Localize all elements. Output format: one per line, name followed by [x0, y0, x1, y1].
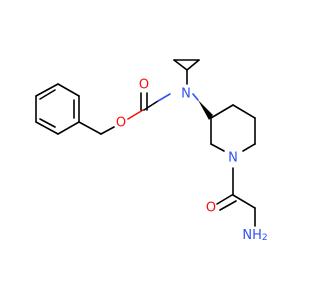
bond-amide-c-o-double-2: [219, 200, 237, 211]
ring-nitrogen: N: [228, 151, 238, 166]
carbamate-carbonyl-oxygen-label: O: [139, 78, 149, 93]
carbamate-carbonyl-oxygen: O: [139, 78, 149, 93]
benzene-ring: [35, 83, 80, 135]
molecule-structure-diagram: O O N N O NH2: [35, 59, 268, 244]
bond-wedge-n-stereocenter: [198, 100, 213, 120]
ring-nitrogen-label: N: [228, 151, 238, 166]
amide-carbonyl-oxygen-label: O: [206, 201, 216, 216]
bond-ring-ch2: [78, 121, 102, 135]
piperidine-ring: [210, 104, 256, 152]
bond-ch2-o: [100, 126, 115, 135]
bond-o-c-ester: [127, 109, 144, 120]
carbamate-nitrogen-label: N: [181, 87, 191, 102]
carbamate-nitrogen: N: [181, 87, 191, 102]
amine-group: NH2: [242, 228, 267, 244]
ester-oxygen: O: [116, 116, 126, 131]
bond-c-n-colored: [157, 93, 171, 102]
amine-nitrogen-label: NH2: [242, 228, 267, 244]
bond-amide-c-ch2: [232, 194, 256, 209]
amine-h-subscript: 2: [262, 233, 268, 243]
amide-carbonyl-oxygen: O: [206, 201, 216, 216]
bond-c-n: [143, 100, 159, 111]
ester-oxygen-label: O: [116, 116, 126, 131]
bond-amide-c-o-double-1: [216, 194, 233, 205]
cyclopropyl-ring: [173, 59, 200, 71]
amine-nh-text: NH: [242, 228, 262, 243]
